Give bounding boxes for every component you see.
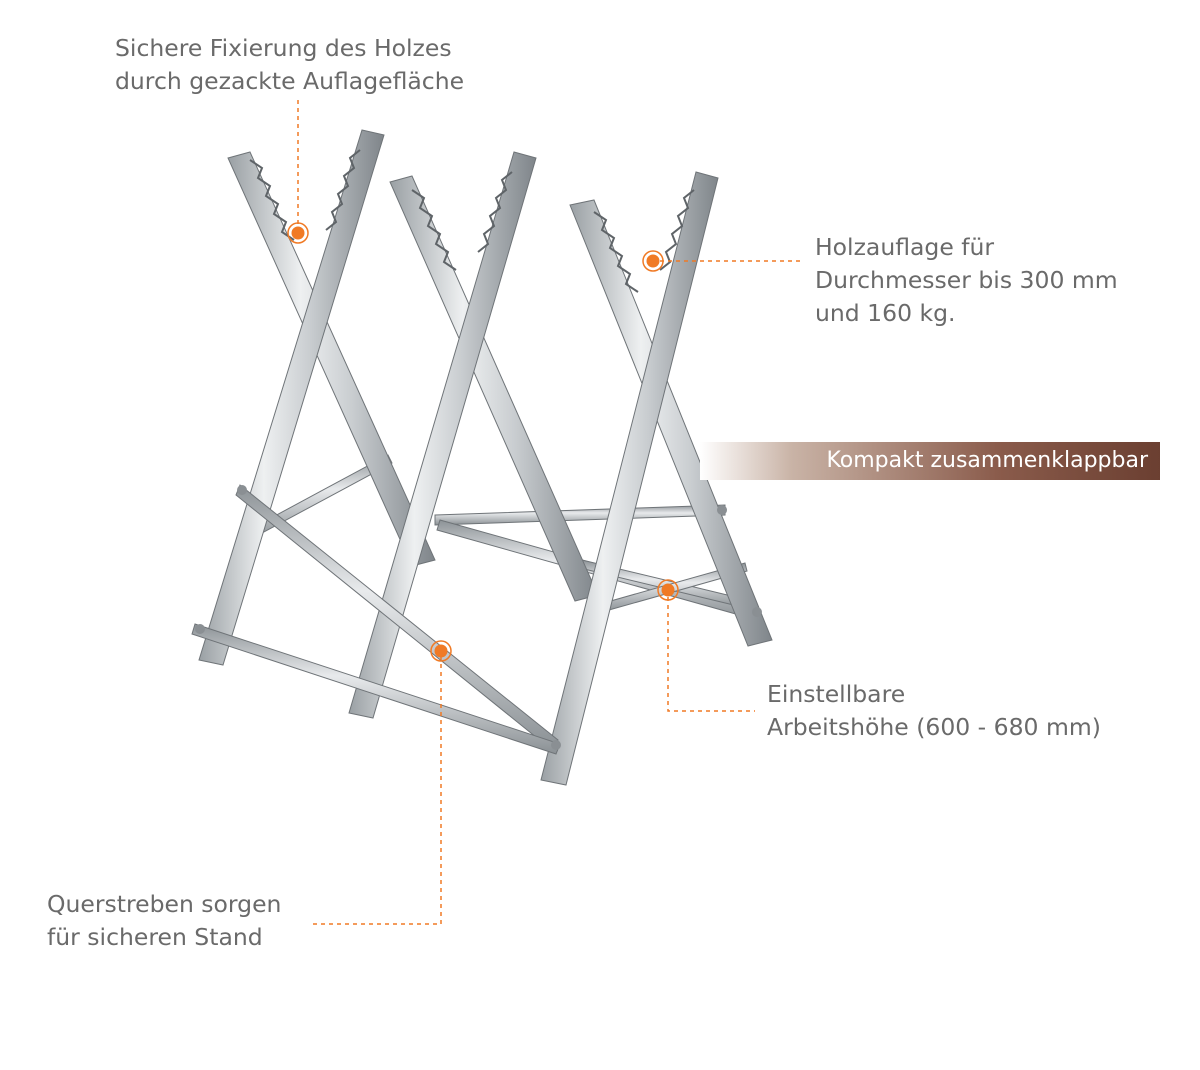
annotation-braces-line1: Querstreben sorgen: [47, 890, 282, 918]
marker-braces: [430, 640, 452, 662]
middle-serrated-edge-2: [477, 171, 513, 253]
leader-lines: [297, 100, 800, 925]
annotation-support-line2: Durchmesser bis 300 mm: [815, 266, 1118, 294]
annotation-braces: Querstreben sorgen für sicheren Stand: [47, 888, 281, 954]
middle-serrated-edge: [411, 189, 457, 271]
right-leg-back: [569, 199, 773, 647]
left-leg-front: [198, 129, 385, 666]
marker-support: [642, 250, 664, 272]
left-leg-back: [227, 151, 436, 567]
bolt: [195, 624, 205, 634]
marker-fixing: [287, 222, 309, 244]
annotation-height-line1: Einstellbare: [767, 680, 906, 708]
right-serrated-edge: [593, 211, 639, 293]
feature-banner: Kompakt zusammenklappbar: [700, 442, 1160, 480]
left-serrated-edge-2: [325, 149, 361, 231]
annotation-height-line2: Arbeitshöhe (600 - 680 mm): [767, 713, 1101, 741]
rear-crossbar: [434, 504, 726, 526]
annotation-fixing-line2: durch gezackte Auflagefläche: [115, 67, 465, 95]
left-serrated-edge: [249, 159, 295, 241]
front-braces: [191, 484, 762, 755]
marker-height: [657, 579, 679, 601]
annotation-support-line3: und 160 kg.: [815, 299, 956, 327]
leader-line-height: [667, 597, 755, 712]
bolt: [752, 607, 762, 617]
annotation-height: Einstellbare Arbeitshöhe (600 - 680 mm): [767, 678, 1101, 744]
feature-banner-text: Kompakt zusammenklappbar: [826, 448, 1148, 473]
annotation-support: Holzauflage für Durchmesser bis 300 mm u…: [815, 231, 1118, 330]
annotation-support-line1: Holzauflage für: [815, 233, 995, 261]
right-leg-front: [540, 171, 719, 786]
left-a-frame: [198, 129, 436, 666]
bolt: [551, 740, 561, 750]
front-lower-brace: [191, 623, 561, 755]
bolt: [717, 505, 727, 515]
right-a-frame: [540, 171, 773, 786]
middle-a-frame: [348, 151, 599, 719]
middle-leg-front: [348, 151, 537, 719]
callout-markers: [287, 222, 679, 662]
annotation-braces-line2: für sicheren Stand: [47, 923, 263, 951]
annotation-fixing-line1: Sichere Fixierung des Holzes: [115, 34, 452, 62]
leader-line-braces: [312, 656, 442, 925]
right-serrated-edge-2: [659, 189, 695, 271]
annotation-fixing: Sichere Fixierung des Holzes durch gezac…: [115, 32, 464, 98]
bolt: [237, 485, 247, 495]
